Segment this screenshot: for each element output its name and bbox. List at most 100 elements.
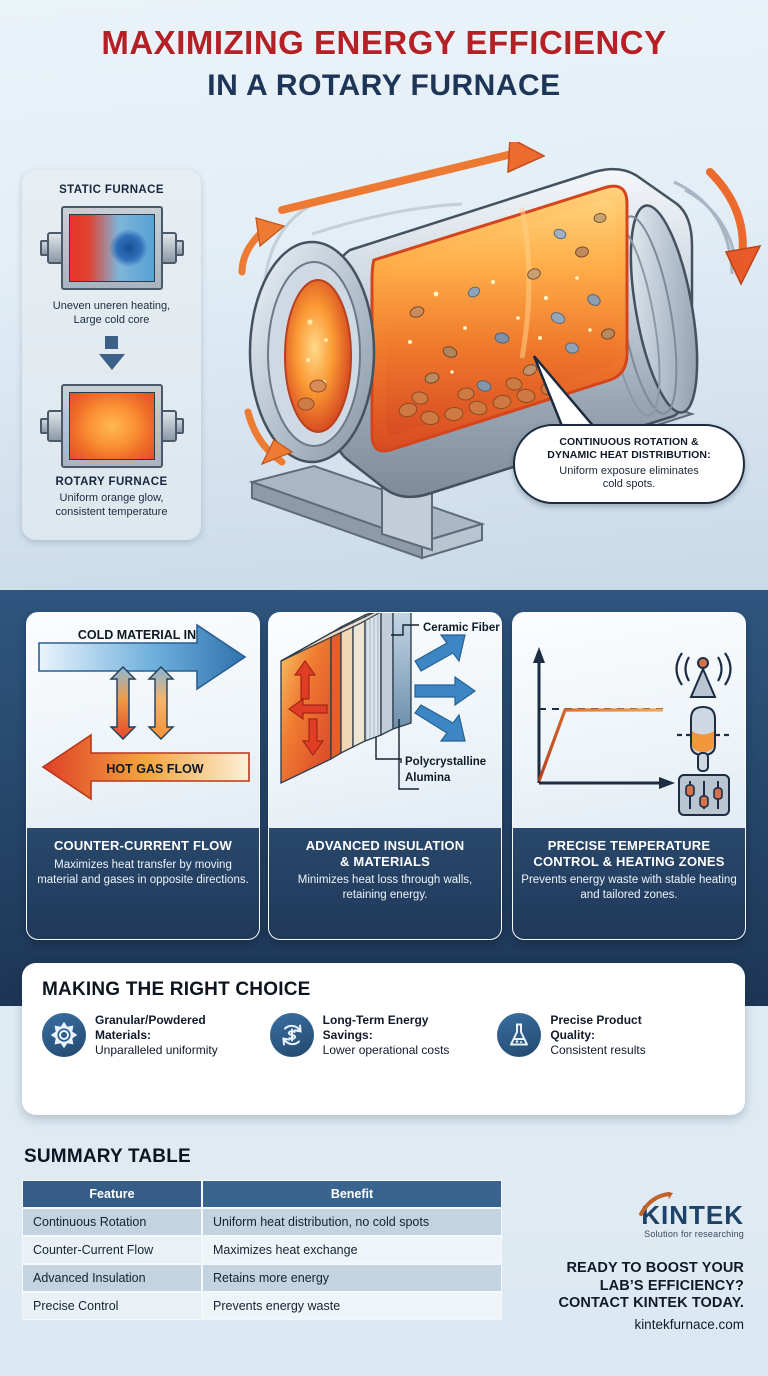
making-the-right-choice-card: MAKING THE RIGHT CHOICE xyxy=(22,963,745,1115)
summary-table-heading: SUMMARY TABLE xyxy=(24,1146,191,1167)
cold-material-arrow xyxy=(38,623,247,691)
callout-title-line2: DYNAMIC HEAT DISTRIBUTION: xyxy=(547,449,711,462)
table-cell-benefit: Prevents energy waste xyxy=(202,1292,502,1320)
table-cell-feature: Advanced Insulation xyxy=(22,1264,202,1292)
controller-panel-icon xyxy=(678,774,730,816)
insulation-leaders xyxy=(375,624,419,790)
choice-item-3-title-l1: Precise Product xyxy=(550,1013,642,1027)
page-header: MAXIMIZING ENERGY EFFICIENCY IN A ROTARY… xyxy=(0,24,768,104)
website-url[interactable]: kintekfurnace.com xyxy=(634,1317,744,1333)
card-3-heading-line2: CONTROL & HEATING ZONES xyxy=(533,853,725,869)
callout-title: CONTINUOUS ROTATION & DYNAMIC HEAT DISTR… xyxy=(547,436,710,463)
static-furnace-diagram xyxy=(39,206,184,290)
retained-heat-arrows xyxy=(287,659,328,757)
table-col-feature: Feature xyxy=(22,1180,202,1208)
choice-item-3-detail: Consistent results xyxy=(550,1043,646,1057)
card-2-heading-line1: ADVANCED INSULATION xyxy=(305,838,465,853)
callout-title-line1: CONTINUOUS ROTATION & xyxy=(559,435,699,448)
rotary-furnace-caption: Uniform orange glow, consistent temperat… xyxy=(22,491,201,520)
choice-item-2-title-l2: Savings: xyxy=(322,1028,373,1042)
choice-item-2-text: Long-Term Energy Savings: Lower operatio… xyxy=(323,1013,450,1058)
alumina-hatch xyxy=(365,615,379,739)
sensor-antenna-icon xyxy=(689,666,717,698)
down-arrow-icon xyxy=(22,335,201,370)
card-3-heading-line1: PRECISE TEMPERATURE xyxy=(547,838,711,853)
heat-exchange-arrows xyxy=(109,666,175,740)
furnace-comparison-panel: STATIC FURNACE Uneven uneren heating, La… xyxy=(22,170,201,540)
card-2-heading: ADVANCED INSULATION & MATERIALS xyxy=(277,838,493,869)
kintek-logo-text: KINTEK xyxy=(641,1200,744,1230)
card-3-heading: PRECISE TEMPERATURE CONTROL & HEATING ZO… xyxy=(521,838,737,869)
choice-item-2-title-l1: Long-Term Energy xyxy=(322,1013,429,1027)
table-cell-benefit: Retains more energy xyxy=(202,1264,502,1292)
chart-axes xyxy=(537,657,665,785)
logo-swoosh-icon xyxy=(639,1192,674,1216)
rotary-caption-line2: consistent temperature xyxy=(55,505,168,518)
table-cell-benefit: Maximizes heat exchange xyxy=(202,1236,502,1264)
flask-icon xyxy=(497,1013,542,1057)
dollar-cycle-icon xyxy=(269,1013,314,1057)
furnace-body-rotary xyxy=(60,383,163,468)
table-cell-benefit: Uniform heat distribution, no cold spots xyxy=(202,1208,502,1236)
table-row: Precise Control Prevents energy waste xyxy=(22,1292,502,1320)
page-title-line1: MAXIMIZING ENERGY EFFICIENCY xyxy=(101,24,667,61)
callout-body-line2: cold spots. xyxy=(602,478,656,491)
rotary-furnace-title: ROTARY FURNACE xyxy=(55,475,168,488)
cta-line1: READY TO BOOST YOUR xyxy=(566,1260,744,1276)
choice-item-2-detail: Lower operational costs xyxy=(322,1043,450,1057)
card-precise-temperature-control: PRECISE TEMPERATURE CONTROL & HEATING ZO… xyxy=(512,612,746,940)
kintek-logo: KINTEK Solution for researching xyxy=(639,1192,744,1239)
rotary-furnace-diagram xyxy=(39,383,184,468)
gear-icon xyxy=(42,1013,86,1057)
table-header-row: Feature Benefit xyxy=(22,1180,502,1208)
feature-cards: COLD MATERIAL IN HOT GAS FLOW COUNTER-CU… xyxy=(0,612,768,942)
temperature-control-diagram xyxy=(513,613,745,828)
callout-body: Uniform exposure eliminates cold spots. xyxy=(559,465,698,493)
crucible-icon xyxy=(677,705,729,772)
choice-item-3-text: Precise Product Quality: Consistent resu… xyxy=(550,1013,645,1058)
rotary-caption-line1: Uniform orange glow, xyxy=(59,491,164,504)
cta-line2: LAB’S EFFICIENCY? xyxy=(599,1277,744,1294)
y-axis-arrowhead xyxy=(533,647,545,663)
furnace-interior-cutaway xyxy=(370,184,629,453)
brand-block: KINTEK Solution for researching READY TO… xyxy=(520,1192,760,1333)
static-caption-line2: Large cold core xyxy=(73,314,150,327)
table-cell-feature: Precise Control xyxy=(22,1292,202,1320)
kintek-tagline: Solution for researching xyxy=(644,1229,744,1239)
sparks xyxy=(408,276,592,374)
insulation-layers-diagram: Ceramic Fiber Polycrystalline Alumina xyxy=(269,613,501,828)
static-furnace-caption: Uneven uneren heating, Large cold core xyxy=(22,299,201,328)
card-advanced-insulation: Ceramic Fiber Polycrystalline Alumina AD… xyxy=(268,612,502,940)
ceramic-fiber-label: Ceramic Fiber xyxy=(423,622,500,634)
table-cell-feature: Counter-Current Flow xyxy=(22,1236,202,1264)
card-1-body: COUNTER-CURRENT FLOW Maximizes heat tran… xyxy=(27,828,259,939)
wireless-sensor-icon xyxy=(675,652,732,686)
card-1-description: Maximizes heat transfer by moving materi… xyxy=(37,858,249,886)
table-row: Continuous Rotation Uniform heat distrib… xyxy=(22,1208,502,1236)
choice-item-3-title-l2: Quality: xyxy=(550,1028,596,1042)
choice-item-1-detail: Unparalleled uniformity xyxy=(95,1043,218,1057)
choice-item-1-title-l2: Materials: xyxy=(95,1028,152,1042)
choice-item-savings: Long-Term Energy Savings: Lower operatio… xyxy=(269,1013,498,1058)
choice-item-quality: Precise Product Quality: Consistent resu… xyxy=(497,1013,725,1058)
temperature-curve xyxy=(537,708,663,782)
rotation-callout-bubble: CONTINUOUS ROTATION & DYNAMIC HEAT DISTR… xyxy=(513,424,745,504)
x-axis-arrowhead xyxy=(659,777,675,789)
polycrystalline-label-l1: Polycrystalline xyxy=(405,756,486,768)
furnace-body-static xyxy=(60,206,163,290)
card-1-heading: COUNTER-CURRENT FLOW xyxy=(53,838,233,853)
summary-table: Feature Benefit Continuous Rotation Unif… xyxy=(22,1180,502,1320)
furnace-left-endcap xyxy=(248,240,376,464)
polycrystalline-label-l2: Alumina xyxy=(405,772,451,784)
card-2-body: ADVANCED INSULATION & MATERIALS Minimize… xyxy=(269,828,501,939)
heat-escape-arrows xyxy=(414,634,477,742)
card-2-description: Minimizes heat loss through walls, retai… xyxy=(297,874,473,902)
choice-item-granular: Granular/Powdered Materials: Unparallele… xyxy=(42,1013,270,1058)
cta-text: READY TO BOOST YOUR LAB’S EFFICIENCY? CO… xyxy=(520,1260,744,1313)
table-cell-feature: Continuous Rotation xyxy=(22,1208,202,1236)
static-furnace-title: STATIC FURNACE xyxy=(59,184,164,196)
table-col-benefit: Benefit xyxy=(202,1180,502,1208)
card-counter-current-flow: COLD MATERIAL IN HOT GAS FLOW COUNTER-CU… xyxy=(26,612,260,940)
hot-gas-label: HOT GAS FLOW xyxy=(106,762,203,776)
